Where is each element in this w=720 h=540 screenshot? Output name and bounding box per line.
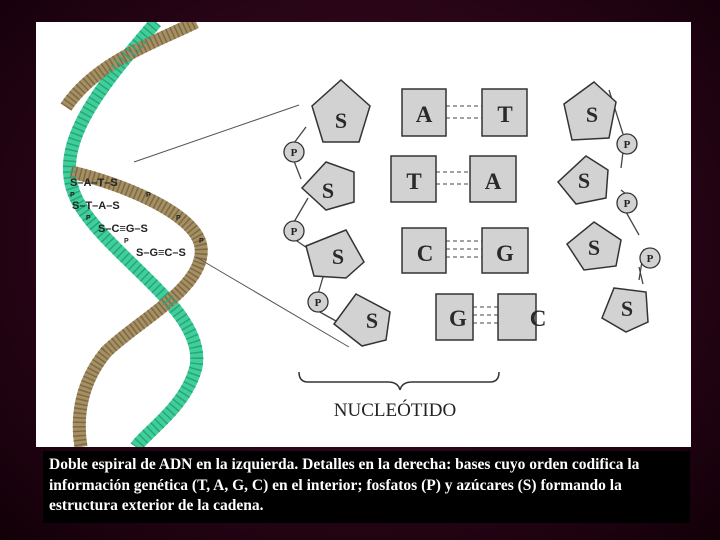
sugar-pentagon <box>300 161 355 211</box>
sugar-pentagon <box>332 293 391 347</box>
sugar-label: S <box>586 102 598 127</box>
caption-text: Doble espiral de ADN en la izquierda. De… <box>43 451 690 523</box>
base-label: G <box>496 241 514 266</box>
sugar-label: S <box>578 168 590 193</box>
sugar-pentagon <box>311 78 371 143</box>
sugar-label: S <box>621 296 633 321</box>
nucleotide-brace <box>298 371 500 391</box>
dna-diagram: S–A–T–S S–T–A–S S–C≡G–S S–G≡C–S P P P P … <box>60 22 661 447</box>
sugar-label: S <box>322 178 334 203</box>
base-box <box>497 293 537 341</box>
phosphate-label: P <box>624 198 631 210</box>
phosphate-label: P <box>291 226 298 238</box>
sugar-label: S <box>366 308 378 333</box>
phosphate-label: P <box>291 147 298 159</box>
base-label: T <box>497 102 512 127</box>
helix-pair-2: S–T–A–S <box>72 200 120 212</box>
helix-strand-green <box>63 22 204 447</box>
hydrogen-bonds <box>436 105 498 324</box>
base-label: C <box>417 241 434 266</box>
base-label: A <box>416 102 433 127</box>
base-box <box>481 88 528 137</box>
helix-pair-3: S–C≡G–S <box>98 223 148 235</box>
zoom-guide-line <box>133 104 300 163</box>
helix-pair-1: S–A–T–S <box>70 177 118 189</box>
phosphate-label: P <box>624 139 631 151</box>
sugar-label: S <box>332 244 344 269</box>
base-label: A <box>485 169 502 194</box>
base-label: G <box>449 306 467 331</box>
base-box <box>401 88 447 137</box>
phosphate-group: P P P P P P <box>283 133 661 313</box>
sugar-pentagon <box>563 81 617 141</box>
sugar-pentagon <box>566 221 622 271</box>
helix-strand-tan <box>60 22 199 111</box>
base-box <box>390 155 437 203</box>
sugar-pentagon <box>556 155 609 205</box>
figure-panel: S–A–T–S S–T–A–S S–C≡G–S S–G≡C–S P P P P … <box>36 22 691 447</box>
phosphate-label: P <box>647 253 654 265</box>
helix-strand-tan <box>60 22 199 111</box>
zoom-guide-line <box>195 256 350 348</box>
helix-strand-tan <box>69 165 208 447</box>
helix-phosphate: P <box>86 215 91 222</box>
base-box <box>435 293 474 341</box>
helix-pair-4: S–G≡C–S <box>136 247 186 259</box>
phosphate-label: P <box>315 297 322 309</box>
helix-phosphate: P <box>199 238 204 245</box>
helix-phosphate: P <box>146 192 151 199</box>
dna-double-helix: S–A–T–S S–T–A–S S–C≡G–S S–G≡C–S P P P P … <box>60 22 208 447</box>
nucleotide-label: NUCLEÓTIDO <box>334 399 456 421</box>
helix-phosphate: P <box>124 238 129 245</box>
helix-phosphate: P <box>176 215 181 222</box>
base-label: T <box>406 169 421 194</box>
base-label: C <box>530 306 547 331</box>
helix-phosphate: P <box>70 192 75 199</box>
sugar-label: S <box>335 108 347 133</box>
sugar-pentagon <box>601 287 649 333</box>
base-box <box>469 155 517 203</box>
base-box <box>481 227 529 274</box>
sugar-pentagon <box>305 229 365 279</box>
sugar-label: S <box>588 235 600 260</box>
base-box <box>401 227 447 274</box>
